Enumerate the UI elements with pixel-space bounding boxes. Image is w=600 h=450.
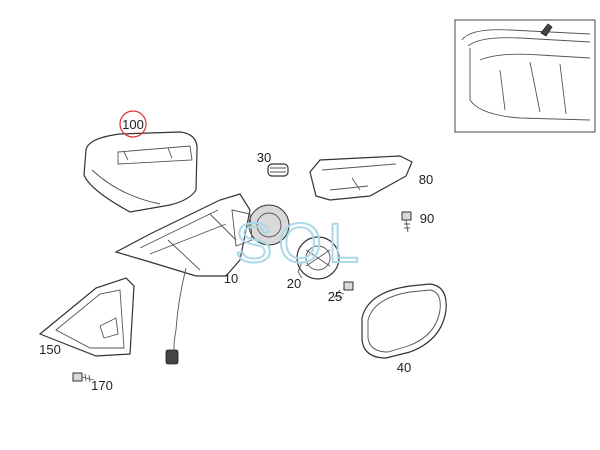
part-80-frame xyxy=(309,155,413,201)
callout-100: 100 xyxy=(122,117,144,132)
part-90-screw xyxy=(401,211,412,233)
highlight-circle xyxy=(119,110,147,138)
callout-10: 10 xyxy=(224,271,238,286)
callout-25: 25 xyxy=(328,289,342,304)
part-150-triangle-cover xyxy=(38,277,135,357)
part-10-mirror-base xyxy=(114,193,290,365)
part-40-mirror-glass xyxy=(361,283,447,359)
callout-30: 30 xyxy=(257,150,271,165)
callout-150: 150 xyxy=(39,342,61,357)
callout-80: 80 xyxy=(419,172,433,187)
callout-40: 40 xyxy=(397,360,411,375)
watermark: SOL xyxy=(235,211,365,274)
callout-170: 170 xyxy=(91,378,113,393)
inset-frame xyxy=(454,19,596,133)
part-170-screw xyxy=(72,372,95,383)
part-20-adjuster xyxy=(296,236,340,280)
car-outline xyxy=(461,29,591,121)
part-30-bulb xyxy=(267,163,289,177)
part-100-mirror-cover xyxy=(83,131,198,213)
car-location-inset xyxy=(454,19,596,133)
part-25-screw xyxy=(333,281,354,299)
callout-20: 20 xyxy=(287,276,301,291)
mirror-marker-icon xyxy=(540,23,553,37)
callout-90: 90 xyxy=(420,211,434,226)
